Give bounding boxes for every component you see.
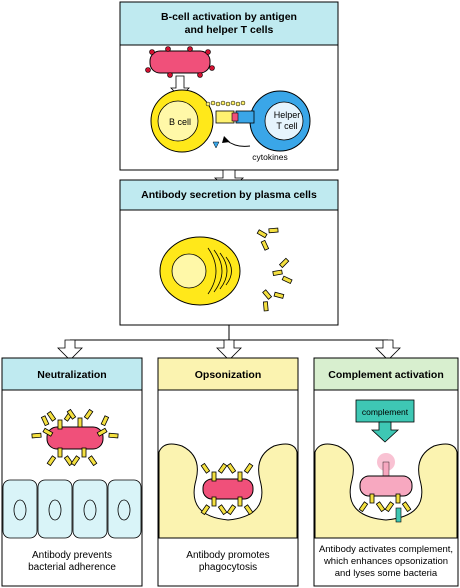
- cytokine-marker: [212, 141, 220, 149]
- cytokines-label: cytokines: [252, 152, 287, 162]
- cytokine-arrowhead: [222, 136, 230, 143]
- secretion-title: Antibody secretion by plasma cells: [141, 189, 317, 201]
- neutralization-title: Neutralization: [37, 369, 106, 381]
- surface-receptors: [205, 100, 246, 107]
- neutralization-frame: [1, 357, 143, 587]
- activation-header: [119, 1, 339, 46]
- b-cell: [150, 89, 214, 153]
- bacterium: [46, 426, 104, 450]
- opsonization-caption-line1: Antibody promotes: [186, 550, 269, 561]
- bacterium: [202, 478, 254, 500]
- plasma-cell: [159, 236, 241, 306]
- helper-label-line2: T cell: [276, 121, 297, 131]
- bacterium: [359, 475, 413, 497]
- complement-box-label: complement: [362, 407, 409, 417]
- complement-pore: [382, 461, 390, 477]
- opsonization-panel: [157, 357, 299, 587]
- helper-label-line1: Helper: [274, 110, 301, 120]
- complement-arrow: [370, 421, 400, 443]
- helper-t-cell: [249, 90, 311, 152]
- opsonization-header: [157, 357, 299, 391]
- branch-arrows: [57, 325, 401, 361]
- complement-receptor: [395, 507, 402, 523]
- bacterium: [145, 46, 215, 78]
- complement-header: [313, 357, 459, 391]
- neutralization-header: [1, 357, 143, 391]
- complement-caption-line1: Antibody activates complement,: [319, 544, 453, 555]
- activation-panel: [119, 1, 339, 171]
- neutralization-panel: [1, 357, 143, 587]
- phagocyte: [314, 443, 458, 539]
- secretion-header: [119, 179, 339, 211]
- complement-caption-line2: which enhances opsonization: [323, 556, 448, 567]
- complement-caption-line3: and lyses some bacteria: [335, 568, 438, 579]
- activation-title-line2: and helper T cells: [185, 24, 274, 36]
- opsonization-title: Opsonization: [195, 369, 262, 381]
- neutralization-caption-line1: Antibody prevents: [32, 550, 112, 561]
- secretion-panel: [119, 179, 339, 326]
- complement-panel: [313, 357, 459, 587]
- neutralization-caption-line2: bacterial adherence: [28, 562, 116, 573]
- mhc-tcr-complex: [215, 110, 255, 124]
- activation-title-line1: B-cell activation by antigen: [161, 11, 297, 23]
- phagocyte: [158, 443, 298, 539]
- epithelial-cells: [2, 479, 142, 539]
- b-cell-label: B cell: [169, 117, 191, 127]
- opsonization-caption-line2: phagocytosis: [199, 562, 257, 573]
- complement-title: Complement activation: [328, 369, 444, 381]
